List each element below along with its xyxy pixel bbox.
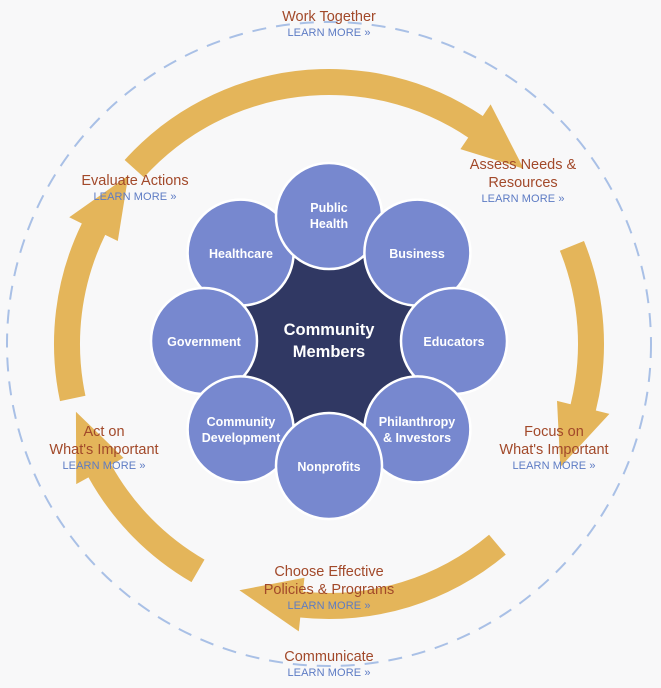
stage-title-line2[interactable]: Resources — [488, 175, 558, 191]
arrow-focus-to-choose-icon — [239, 534, 506, 632]
stage-title[interactable]: Work Together — [282, 9, 376, 25]
stage-title-line2[interactable]: What's Important — [499, 442, 609, 458]
arrow-act-to-evaluate-icon — [54, 175, 129, 402]
stage-title-line2[interactable]: Policies & Programs — [263, 582, 395, 598]
learn-more-link[interactable]: LEARN MORE » — [62, 460, 146, 472]
stage-act-whats-important: Act on What's Important LEARN MORE » — [49, 423, 158, 473]
sector-circle-nonprofits[interactable] — [274, 411, 384, 521]
stage-title-line1[interactable]: Act on — [83, 424, 125, 440]
stage-communicate: Communicate LEARN MORE » — [284, 648, 373, 680]
arrow-work-together-icon — [124, 68, 524, 178]
stage-choose-policies-programs: Choose Effective Policies & Programs LEA… — [264, 563, 395, 613]
learn-more-link[interactable]: LEARN MORE » — [287, 600, 371, 612]
learn-more-link[interactable]: LEARN MORE » — [512, 460, 596, 472]
sector-circles — [149, 161, 509, 521]
learn-more-link[interactable]: LEARN MORE » — [93, 191, 177, 203]
stage-title-line1[interactable]: Focus on — [524, 424, 584, 440]
stage-evaluate-actions: Evaluate Actions LEARN MORE » — [81, 172, 188, 204]
learn-more-link[interactable]: LEARN MORE » — [287, 27, 371, 39]
center-label-line1: Community — [283, 321, 375, 339]
center-community-shape — [229, 241, 429, 441]
stage-work-together: Work Together LEARN MORE » — [282, 8, 376, 40]
stage-title-line2[interactable]: What's Important — [49, 442, 159, 458]
stage-title[interactable]: Evaluate Actions — [81, 173, 189, 189]
learn-more-link[interactable]: LEARN MORE » — [481, 193, 565, 205]
cycle-arrows — [54, 68, 610, 632]
arrow-choose-to-act-icon — [75, 411, 205, 583]
stage-assess-needs-resources: Assess Needs & Resources LEARN MORE » — [470, 156, 576, 206]
stage-title-line1[interactable]: Assess Needs & — [469, 157, 577, 173]
stage-title-line1[interactable]: Choose Effective — [274, 564, 384, 580]
stage-focus-whats-important: Focus on What's Important LEARN MORE » — [499, 423, 608, 473]
learn-more-link[interactable]: LEARN MORE » — [287, 667, 371, 679]
center-label-line2: Members — [292, 343, 366, 361]
stage-title[interactable]: Communicate — [284, 649, 374, 665]
arrow-assess-to-focus-icon — [557, 240, 610, 468]
center-label: Community Members — [284, 319, 375, 363]
dashed-outer-ring — [6, 21, 652, 667]
